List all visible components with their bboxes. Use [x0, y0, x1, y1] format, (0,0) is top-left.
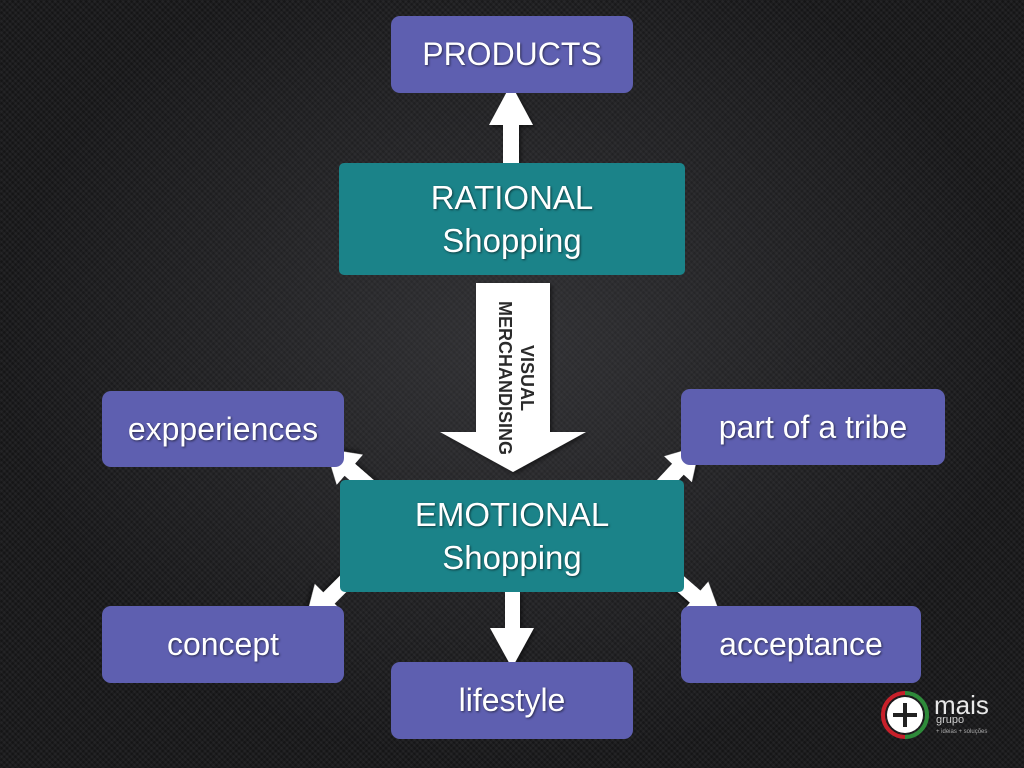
emotional-label-line1: EMOTIONAL [414, 496, 610, 533]
lifestyle-box: lifestyle [391, 662, 633, 739]
rational-label-line1: RATIONAL [430, 179, 594, 216]
arrow-to-products [489, 84, 533, 163]
logo-subtitle: grupo [936, 714, 965, 726]
products-label: PRODUCTS [422, 36, 602, 72]
visual-merchandising-arrow [440, 283, 586, 472]
experiences-label: expperiences [127, 410, 319, 447]
emotional-label-line2: Shopping [442, 539, 582, 576]
tribe-box: part of a tribe [681, 389, 945, 465]
plus-circle-icon [881, 691, 929, 739]
acceptance-box: acceptance [681, 606, 921, 683]
emotional-shopping-box: EMOTIONAL Shopping [340, 480, 684, 592]
lifestyle-label: lifestyle [458, 682, 566, 718]
rational-shopping-box: RATIONAL Shopping [339, 163, 685, 275]
acceptance-label: acceptance [719, 626, 883, 662]
logo-tagline: + ideias + soluções [936, 729, 988, 735]
concept-label: concept [166, 626, 280, 662]
arrow-to-lifestyle [490, 592, 534, 668]
products-box: PRODUCTS [391, 16, 633, 93]
rational-label-line2: Shopping [442, 222, 582, 259]
mais-grupo-logo: mais grupo + ideias + soluções [880, 690, 1000, 742]
concept-box: concept [102, 606, 344, 683]
visual-merchandising-label: VISUAL MERCHANDISING [495, 301, 537, 455]
experiences-box: expperiences [102, 391, 344, 467]
logo-wordmark: mais [934, 690, 989, 720]
arrow-label-line2: MERCHANDISING [495, 301, 515, 455]
arrow-label-line1: VISUAL [517, 345, 537, 411]
tribe-label: part of a tribe [718, 408, 908, 445]
